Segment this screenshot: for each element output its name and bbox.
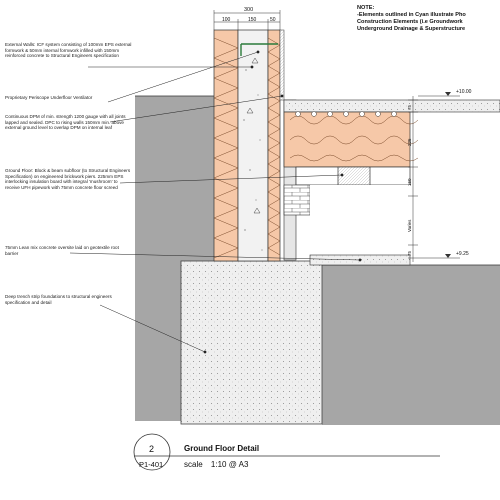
scale-value: 1:10 @ A3 [210, 460, 249, 469]
dim-75b: 75 [407, 250, 412, 256]
dim-100: 100 [222, 17, 231, 23]
top-dimensions [213, 10, 281, 30]
detail-scale: scale 1:10 @ A3 [184, 460, 248, 469]
concrete-core [237, 29, 269, 262]
leader-lines [69, 50, 362, 354]
note-line-2: Construction Elements (i.e Groundwork [357, 19, 463, 25]
note-block: NOTE: -Elements outlined in Cyan illustr… [357, 5, 466, 33]
ufh-pipes [295, 111, 397, 117]
detail-number: 2 [149, 444, 154, 454]
dim-225: 225 [407, 138, 412, 146]
note-heading: NOTE: [357, 5, 375, 11]
detail-title: Ground Floor Detail [184, 444, 260, 453]
level-ground: +9.25 [456, 251, 469, 257]
level-marker-ground [445, 254, 451, 258]
sheet-number: P1-401 [139, 460, 163, 469]
beam-support [283, 184, 311, 216]
internal-finish [279, 29, 285, 101]
annotation-ground-floor: Ground Floor: Block & beam subfloor (to … [5, 168, 131, 190]
external-eps-formwork [213, 29, 239, 262]
annotation-external-walls: External Walls: ICF system consisting of… [5, 42, 132, 59]
internal-eps-formwork [267, 29, 281, 262]
level-marker-ffl [445, 92, 451, 96]
eps-floor-insulation [283, 111, 411, 168]
insulation-pattern-external [213, 37, 239, 259]
floor-screed [283, 99, 500, 113]
scale-label: scale [184, 460, 203, 469]
annotation-oversite: 75mm Lean mix concrete oversite laid on … [5, 245, 119, 256]
dim-150: 150 [248, 17, 257, 23]
annotation-ventilator: Proprietary Periscope Underfloor Ventila… [5, 95, 93, 100]
note-line-1: -Elements outlined in Cyan illustrate Ph… [357, 12, 466, 18]
dim-50: 50 [270, 17, 276, 23]
periscope-ventilator [240, 43, 278, 56]
dim-varies: Varies [407, 219, 412, 232]
dim-300: 300 [244, 7, 253, 13]
floor-insulation-pattern [289, 115, 419, 162]
right-dimensions [408, 95, 460, 262]
title-block-symbol [133, 433, 440, 471]
note-line-3: Underground Drainage & Superstructure [357, 26, 466, 32]
strip-foundation [180, 260, 323, 425]
annotation-foundations: Deep trench strip foundations to structu… [5, 294, 112, 305]
dim-150v: 150 [407, 178, 412, 186]
level-ffl: +10.00 [456, 89, 472, 95]
internal-ground [322, 265, 500, 425]
underfloor-void [310, 185, 410, 255]
concrete-aggregate [243, 57, 263, 251]
annotation-dpm: Continuous DPM of min. strength 1200 gau… [5, 114, 126, 131]
insulation-pattern-internal [267, 37, 281, 256]
dim-75: 75 [407, 104, 412, 110]
